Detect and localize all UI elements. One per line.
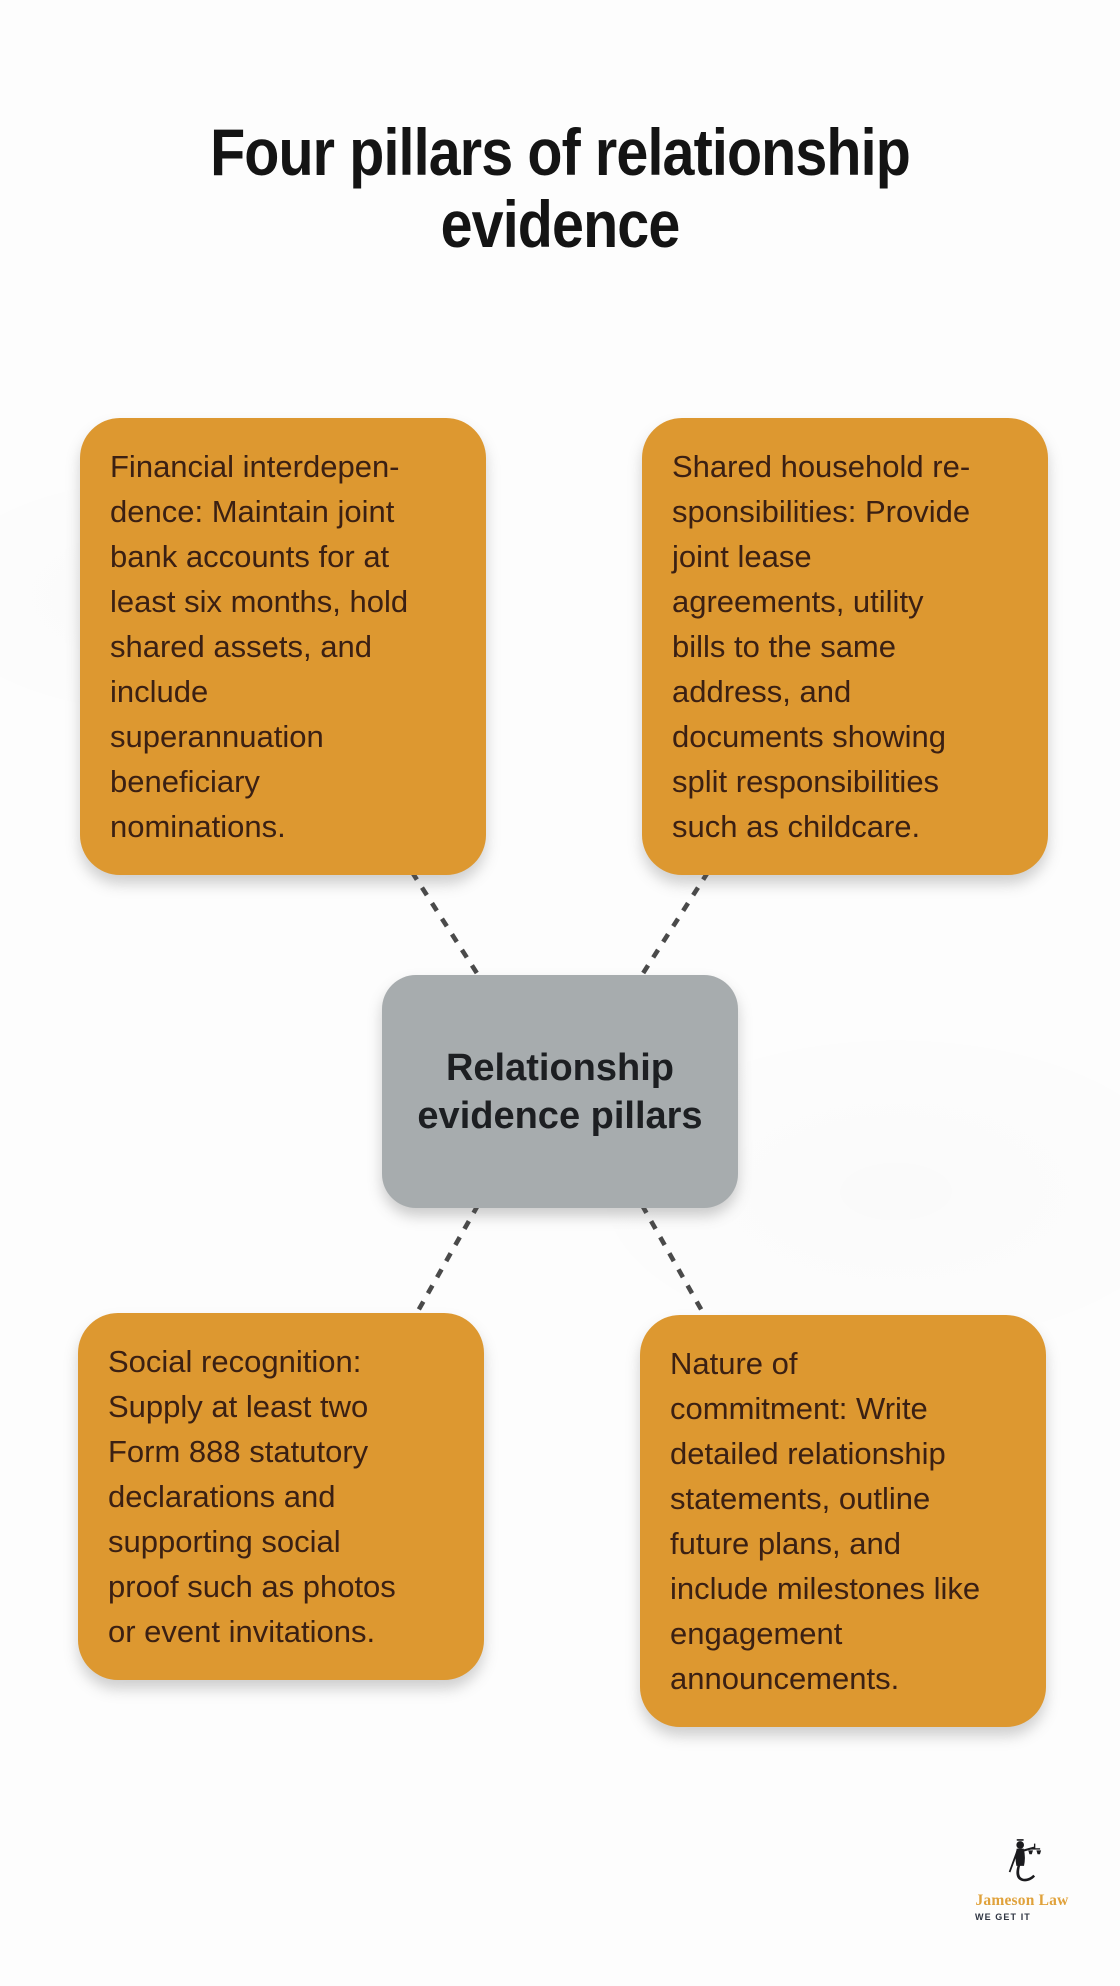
jameson-law-logo: Jameson Law WE GET IT xyxy=(972,1838,1072,1922)
pillar-text: Financial interdepen- dence: Maintain jo… xyxy=(110,449,409,844)
page-title: Four pillars of relationship evidence xyxy=(210,115,911,262)
connector-line xyxy=(410,870,482,980)
pillar-text: Shared household re- sponsibilities: Pro… xyxy=(672,449,971,844)
pillar-text: Nature of commitment: Write detailed rel… xyxy=(670,1346,981,1696)
logo-brand-text: Jameson Law xyxy=(975,1892,1069,1909)
pillar-shared-household-responsibilities: Shared household re- sponsibilities: Pro… xyxy=(642,418,1048,875)
logo-tagline: WE GET IT xyxy=(975,1912,1031,1922)
pillar-financial-interdependence: Financial interdepen- dence: Maintain jo… xyxy=(80,418,486,875)
connector-line xyxy=(638,870,710,980)
pillar-social-recognition: Social recognition: Supply at least two … xyxy=(78,1313,484,1680)
pillar-text: Social recognition: Supply at least two … xyxy=(108,1344,396,1649)
center-node-label: Relationship evidence pillars xyxy=(417,1046,703,1137)
connector-line xyxy=(411,1203,481,1320)
center-node: Relationship evidence pillars xyxy=(382,975,738,1208)
connector-line xyxy=(639,1203,709,1320)
lady-justice-icon xyxy=(1008,1839,1042,1882)
pillar-nature-of-commitment: Nature of commitment: Write detailed rel… xyxy=(640,1315,1046,1727)
